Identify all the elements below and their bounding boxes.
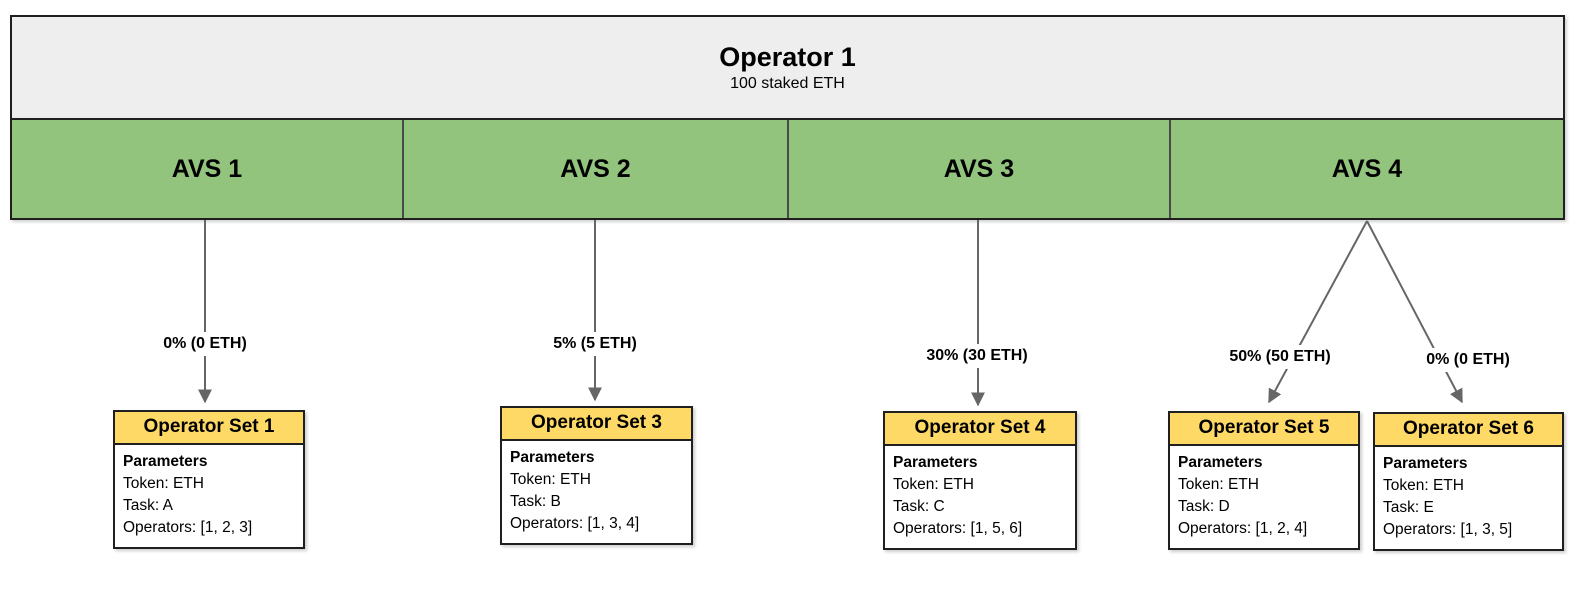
operator-set-title: Operator Set 5 <box>1170 413 1358 446</box>
operator-set-body: Parameters Token: ETH Task: B Operators:… <box>502 441 691 543</box>
param-token: Token: ETH <box>123 475 204 492</box>
allocation-label-avs1: 0% (0 ETH) <box>158 332 252 356</box>
param-task: Task: A <box>123 497 173 514</box>
operator-set-body: Parameters Token: ETH Task: C Operators:… <box>885 446 1075 548</box>
avs-bar: AVS 1 AVS 2 AVS 3 AVS 4 <box>10 118 1565 220</box>
arrow-avs4-to-set5 <box>1268 220 1368 404</box>
param-task: Task: C <box>893 498 945 515</box>
operator-set-title: Operator Set 6 <box>1375 414 1562 447</box>
param-task: Task: D <box>1178 498 1230 515</box>
operator-set-title: Operator Set 3 <box>502 408 691 441</box>
operator-set-card-5: Operator Set 5 Parameters Token: ETH Tas… <box>1168 411 1360 550</box>
avs-cell-1: AVS 1 <box>12 120 404 218</box>
operator-set-card-6: Operator Set 6 Parameters Token: ETH Tas… <box>1373 412 1564 551</box>
param-token: Token: ETH <box>1383 477 1464 494</box>
operator-box: Operator 1 100 staked ETH <box>10 15 1565 118</box>
avs-label-4: AVS 4 <box>1331 154 1403 183</box>
operator-set-body: Parameters Token: ETH Task: D Operators:… <box>1170 446 1358 548</box>
operator-set-card-1: Operator Set 1 Parameters Token: ETH Tas… <box>113 410 305 549</box>
allocation-label-avs3: 30% (30 ETH) <box>921 344 1033 368</box>
params-heading: Parameters <box>123 453 208 470</box>
operator-set-title: Operator Set 1 <box>115 412 303 445</box>
avs-label-2: AVS 2 <box>560 154 631 183</box>
param-operators: Operators: [1, 2, 3] <box>123 519 253 536</box>
operator-stake-subtitle: 100 staked ETH <box>730 75 845 93</box>
operator-set-body: Parameters Token: ETH Task: A Operators:… <box>115 445 303 547</box>
param-task: Task: B <box>510 493 561 510</box>
operator-set-body: Parameters Token: ETH Task: E Operators:… <box>1375 447 1562 549</box>
param-operators: Operators: [1, 3, 4] <box>510 515 640 532</box>
params-heading: Parameters <box>1178 454 1263 471</box>
avs-label-1: AVS 1 <box>171 154 243 183</box>
params-heading: Parameters <box>893 454 978 471</box>
avs-label-3: AVS 3 <box>943 154 1015 183</box>
avs-cell-2: AVS 2 <box>404 120 789 218</box>
allocation-label-avs4-left: 50% (50 ETH) <box>1224 345 1336 369</box>
operator-set-title: Operator Set 4 <box>885 413 1075 446</box>
allocation-label-avs2: 5% (5 ETH) <box>548 332 642 356</box>
operator-set-card-4: Operator Set 4 Parameters Token: ETH Tas… <box>883 411 1077 550</box>
allocation-label-avs4-right: 0% (0 ETH) <box>1421 348 1515 372</box>
param-token: Token: ETH <box>1178 476 1259 493</box>
params-heading: Parameters <box>510 449 595 466</box>
avs-cell-3: AVS 3 <box>789 120 1171 218</box>
param-token: Token: ETH <box>510 471 591 488</box>
avs-cell-4: AVS 4 <box>1171 120 1563 218</box>
arrow-avs4-to-set6 <box>1366 220 1463 404</box>
params-heading: Parameters <box>1383 455 1468 472</box>
param-operators: Operators: [1, 2, 4] <box>1178 520 1308 537</box>
param-task: Task: E <box>1383 499 1434 516</box>
param-token: Token: ETH <box>893 476 974 493</box>
operator-set-card-3: Operator Set 3 Parameters Token: ETH Tas… <box>500 406 693 545</box>
operator-title: Operator 1 <box>719 41 856 72</box>
param-operators: Operators: [1, 3, 5] <box>1383 521 1513 538</box>
param-operators: Operators: [1, 5, 6] <box>893 520 1023 537</box>
